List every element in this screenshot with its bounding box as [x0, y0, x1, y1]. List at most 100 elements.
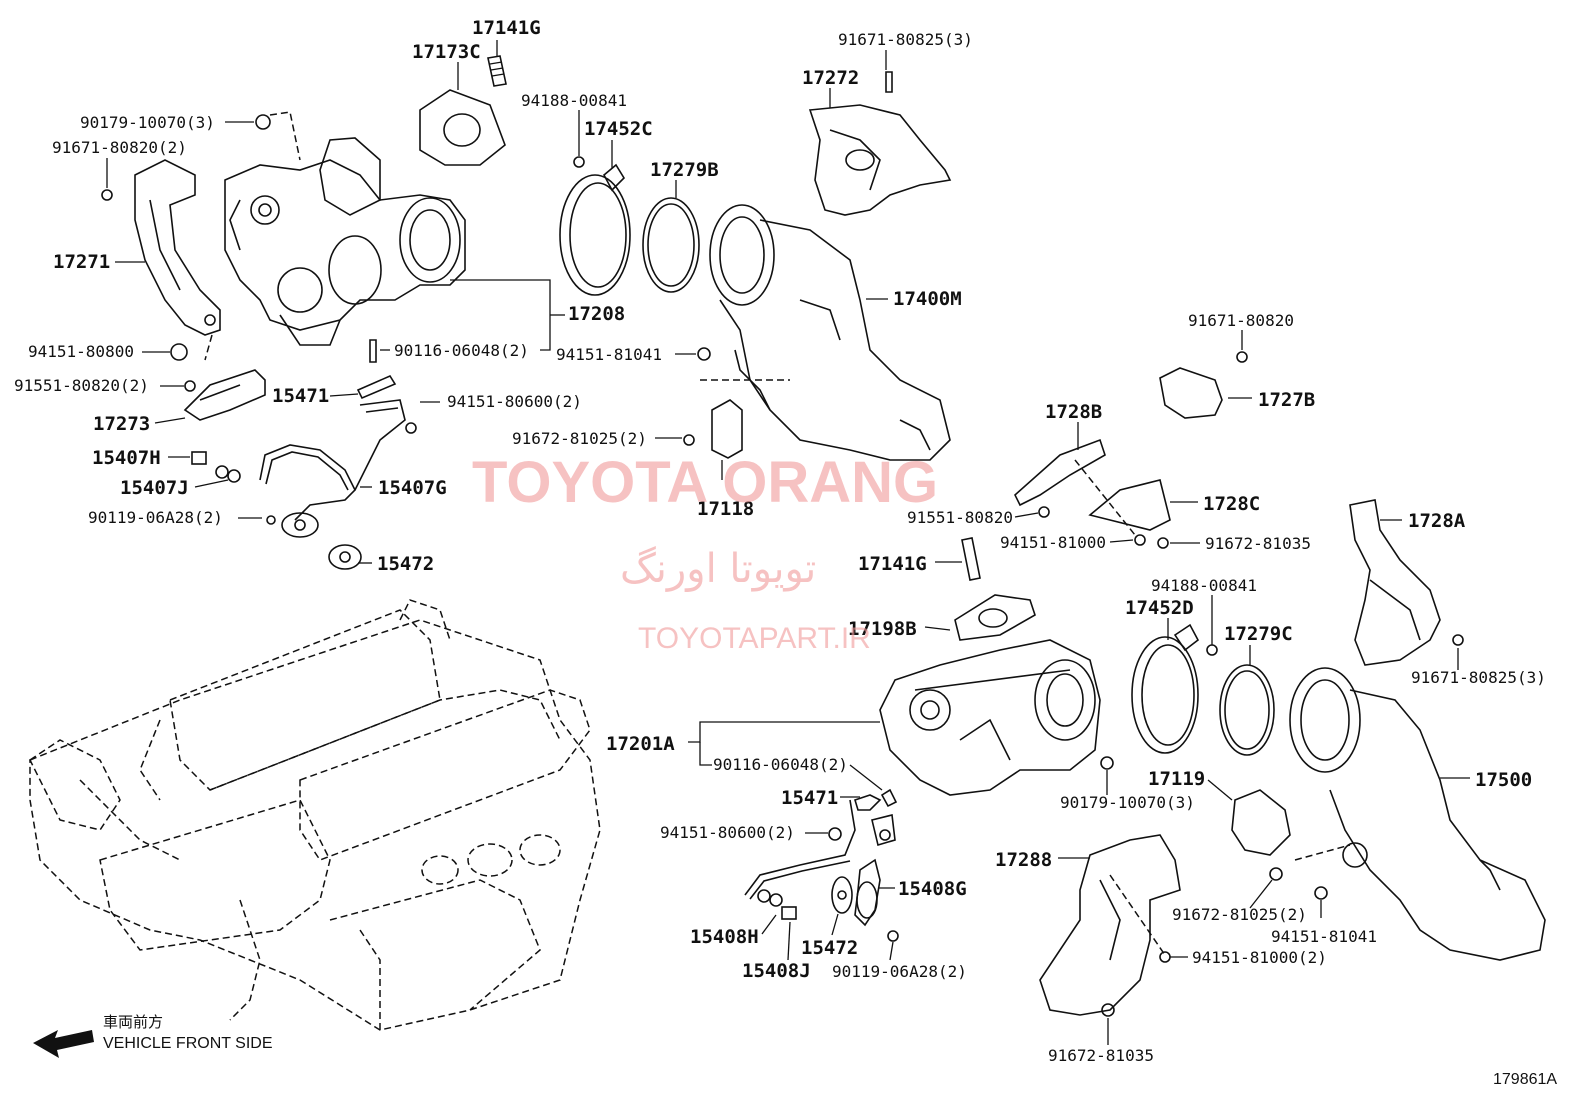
- orientation-english: VEHICLE FRONT SIDE: [103, 1035, 273, 1052]
- label-91671-80825: 91671-80825(3): [838, 30, 973, 49]
- exhaust-manifold-17400m: [709, 204, 951, 461]
- clamp-17452d: [1131, 636, 1199, 754]
- nut-90179: [255, 114, 271, 130]
- nut-94151-81000: [1134, 534, 1146, 546]
- bolt-90119: [266, 515, 276, 525]
- part-labels: 17141G 17173C 90179-10070(3) 91671-80820…: [14, 17, 1546, 1065]
- label-15408g: 15408G: [898, 878, 967, 900]
- insulator-1728a: [1349, 499, 1441, 666]
- label-90116-06048-b: 90116-06048(2): [713, 755, 848, 774]
- bolt-90119-b: [887, 930, 899, 942]
- bracket-17271: [134, 159, 221, 336]
- assembly-dash: [269, 111, 301, 161]
- bolt-15408h: [781, 906, 797, 920]
- gasket-17198b: [954, 594, 1036, 641]
- label-94151-81000-b: 94151-81000(2): [1192, 948, 1327, 967]
- gasket-15471-b: [871, 814, 896, 847]
- oil-pipe-15407g: [259, 399, 406, 538]
- arrow-left-icon: [33, 1030, 94, 1058]
- nut-94151-81000-b: [1159, 951, 1171, 963]
- label-17198b: 17198B: [848, 618, 917, 640]
- nut-90179-b: [1100, 756, 1114, 770]
- label-91551-80820-b: 91551-80820: [907, 508, 1013, 527]
- nut-94151-80600-b: [828, 827, 842, 841]
- label-91671-80820-b: 91671-80820: [1188, 311, 1294, 330]
- label-17271: 17271: [53, 251, 110, 273]
- nut-94151-81041-b: [1314, 886, 1328, 900]
- label-17279b: 17279B: [650, 159, 719, 181]
- nut-94188-b: [1206, 644, 1218, 656]
- label-94151-81041: 94151-81041: [556, 345, 662, 364]
- stud-17141g: [487, 55, 507, 87]
- label-90119-06a28: 90119-06A28(2): [88, 508, 223, 527]
- label-1728c: 1728C: [1203, 493, 1260, 515]
- label-17452d: 17452D: [1125, 597, 1194, 619]
- label-17141g: 17141G: [472, 17, 541, 39]
- nut-94151-80600: [405, 422, 417, 434]
- bolt-91671-80825-b: [1452, 634, 1464, 646]
- label-94188-00841-b: 94188-00841: [1151, 576, 1257, 595]
- label-15408h: 15408H: [690, 926, 759, 948]
- washer-15407j: [215, 465, 229, 479]
- stud-90116: [369, 339, 377, 363]
- label-90116-06048: 90116-06048(2): [394, 341, 529, 360]
- label-90179-10070-b: 90179-10070(3): [1060, 793, 1195, 812]
- clamp-17452c: [559, 163, 631, 296]
- nut-94151-81041: [697, 347, 711, 361]
- assembly-dash: [1294, 844, 1351, 861]
- washer-15407j-b: [227, 469, 241, 483]
- stud-17141g-b: [961, 537, 981, 581]
- label-17201a: 17201A: [606, 733, 675, 755]
- insulator-17288: [1039, 834, 1181, 1016]
- label-17141g-b: 17141G: [858, 553, 927, 575]
- label-91671-80820: 91671-80820(2): [52, 138, 187, 157]
- oil-pipe-15408g: [744, 799, 881, 927]
- stud-90116-b: [880, 788, 898, 808]
- label-94188-00841: 94188-00841: [521, 91, 627, 110]
- bracket-17119: [1231, 789, 1291, 856]
- gasket-15471: [356, 374, 397, 400]
- insulator-1728c: [1088, 479, 1171, 531]
- watermark: TOYOTA ORANG تویوتا اورنگ TOYOTAPART.IR: [472, 450, 938, 655]
- bolt-15407h: [191, 451, 207, 465]
- washer-15408j-b: [769, 893, 783, 907]
- label-17272: 17272: [802, 67, 859, 89]
- clamp-17452d-inner: [1141, 644, 1195, 746]
- gasket-17279c: [1219, 664, 1275, 756]
- label-17119: 17119: [1148, 768, 1205, 790]
- gasket-17279b-inner: [647, 203, 695, 287]
- label-1727b: 1727B: [1258, 389, 1315, 411]
- nut-94188: [573, 156, 585, 168]
- label-91551-80820: 91551-80820(2): [14, 376, 149, 395]
- label-91671-80825-b: 91671-80825(3): [1411, 668, 1546, 687]
- bracket-17273: [183, 369, 266, 421]
- label-1728a: 1728A: [1408, 510, 1466, 532]
- label-17452c: 17452C: [584, 118, 653, 140]
- gasket-15472: [328, 544, 362, 570]
- bolt-91671-80820-b: [1236, 351, 1248, 363]
- label-94151-80800: 94151-80800: [28, 342, 134, 361]
- bolt-91672-81025: [683, 434, 695, 446]
- gasket-17173c: [419, 89, 506, 166]
- washer-15408j: [757, 889, 771, 903]
- label-17288: 17288: [995, 849, 1052, 871]
- label-17400m: 17400M: [893, 288, 962, 310]
- bolt-91672-81025-b: [1269, 867, 1283, 881]
- label-15407j: 15407J: [120, 477, 189, 499]
- label-1728b: 1728B: [1045, 401, 1102, 423]
- watermark-title: TOYOTA ORANG: [472, 450, 938, 515]
- label-94151-80600-b: 94151-80600(2): [660, 823, 795, 842]
- label-17118: 17118: [697, 498, 754, 520]
- label-17273: 17273: [93, 413, 150, 435]
- assembly-dash: [204, 334, 213, 361]
- orientation-marker: 車両前方 VEHICLE FRONT SIDE: [33, 1013, 273, 1058]
- bracket-17118: [711, 399, 743, 459]
- label-90119-06a28-b: 90119-06A28(2): [832, 962, 967, 981]
- label-94151-80600: 94151-80600(2): [447, 392, 582, 411]
- bolt-91672-81035: [1157, 537, 1169, 549]
- label-15408j: 15408J: [742, 960, 811, 982]
- label-17208: 17208: [568, 303, 625, 325]
- label-94151-81000: 94151-81000: [1000, 533, 1106, 552]
- diagram-code: 179861A: [1493, 1071, 1557, 1088]
